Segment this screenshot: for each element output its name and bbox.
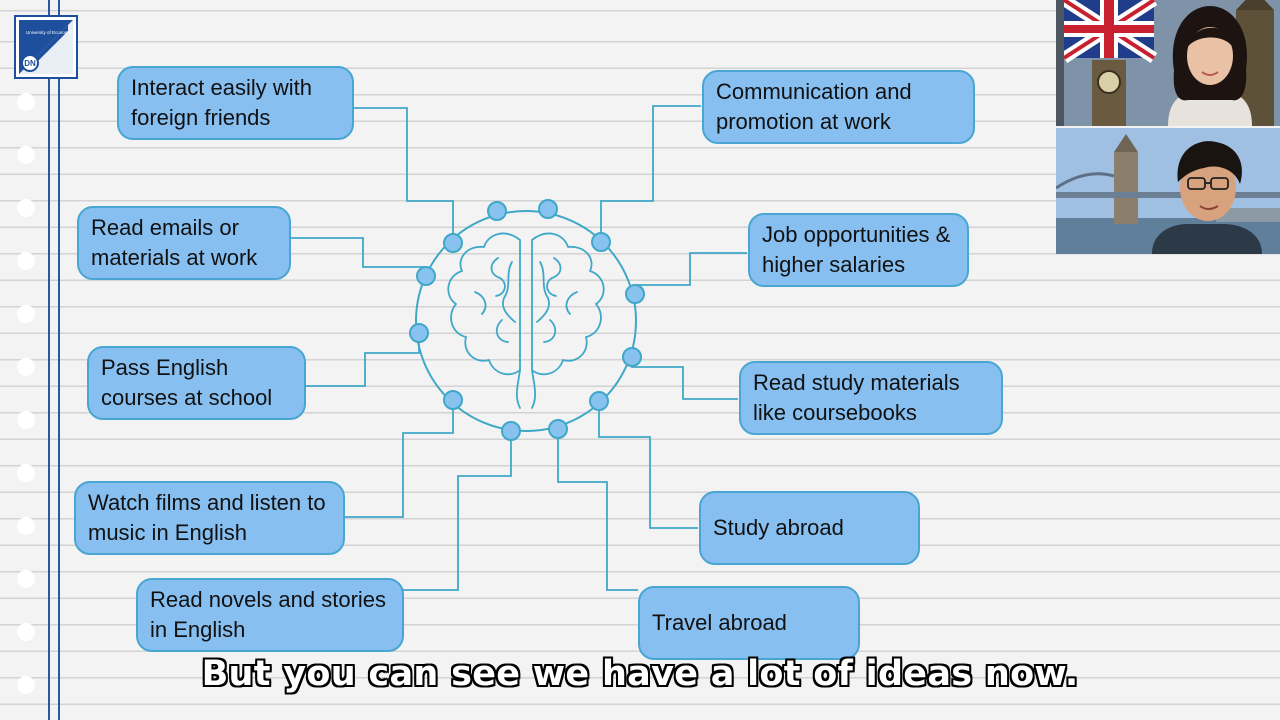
- tower-bridge-icon: [1056, 134, 1280, 224]
- hole: [17, 93, 35, 111]
- logo-emblem-icon: DN University of Economics: [19, 20, 75, 74]
- ring-node: [591, 232, 611, 252]
- video-tile-speaker-2: [1056, 128, 1280, 254]
- idea-box-job-opportunities: Job opportunities & higher salaries: [748, 213, 969, 287]
- idea-box-pass-courses: Pass English courses at school: [87, 346, 306, 420]
- logo-badge: DN: [24, 59, 36, 68]
- idea-label: Communication and promotion at work: [716, 79, 912, 134]
- hole: [17, 305, 35, 323]
- idea-box-communication-promotion: Communication and promotion at work: [702, 70, 975, 144]
- hole: [17, 676, 35, 694]
- brain-icon: [447, 232, 605, 409]
- brain-ring: [415, 210, 637, 432]
- person-avatar-2: [1152, 141, 1262, 254]
- connector-lines: [290, 105, 747, 591]
- idea-label: Study abroad: [713, 515, 844, 540]
- ring-node: [538, 199, 558, 219]
- idea-label: Travel abroad: [652, 610, 787, 635]
- hole: [17, 623, 35, 641]
- university-logo: DN University of Economics: [14, 15, 78, 79]
- idea-label: Read emails or materials at work: [91, 215, 258, 270]
- connector-line: [290, 237, 427, 276]
- idea-box-read-novels: Read novels and stories in English: [136, 578, 404, 652]
- notebook-margin-line: [58, 0, 60, 720]
- idea-box-interact-foreign-friends: Interact easily with foreign friends: [117, 66, 354, 140]
- idea-box-read-emails: Read emails or materials at work: [77, 206, 291, 280]
- idea-label: Interact easily with foreign friends: [131, 75, 312, 130]
- person-avatar-1: [1168, 6, 1252, 126]
- hole: [17, 570, 35, 588]
- connector-line: [403, 431, 512, 591]
- hole: [17, 252, 35, 270]
- connector-line: [353, 107, 454, 243]
- ring-node: [501, 421, 521, 441]
- ring-node: [625, 284, 645, 304]
- idea-box-read-study-materials: Read study materials like coursebooks: [739, 361, 1003, 435]
- ring-node: [443, 390, 463, 410]
- video-subtitle: But you can see we have a lot of ideas n…: [201, 654, 1079, 694]
- ring-node: [409, 323, 429, 343]
- notebook-margin-line: [48, 0, 50, 720]
- idea-label: Watch films and listen to music in Engli…: [88, 490, 326, 545]
- video-tile-speaker-1: [1056, 0, 1280, 126]
- connector-line: [557, 429, 638, 591]
- connector-line: [598, 401, 698, 529]
- connector-line: [631, 357, 738, 400]
- hole: [17, 464, 35, 482]
- connector-line: [344, 400, 454, 518]
- connector-line: [600, 105, 701, 242]
- hole: [17, 517, 35, 535]
- idea-label: Read novels and stories in English: [150, 587, 387, 642]
- ring-node: [622, 347, 642, 367]
- hole: [17, 358, 35, 376]
- hole: [17, 411, 35, 429]
- idea-label: Job opportunities & higher salaries: [762, 222, 951, 277]
- idea-box-travel-abroad: Travel abroad: [638, 586, 860, 660]
- ring-node: [487, 201, 507, 221]
- ring-nodes: [409, 199, 645, 441]
- idea-label: Read study materials like coursebooks: [753, 370, 960, 425]
- ring-node: [443, 233, 463, 253]
- idea-box-study-abroad: Study abroad: [699, 491, 920, 565]
- idea-label: Pass English courses at school: [101, 355, 273, 410]
- video-feed-2: [1056, 128, 1280, 254]
- ring-node: [589, 391, 609, 411]
- ring-node: [548, 419, 568, 439]
- connector-line: [305, 333, 420, 387]
- idea-box-watch-films: Watch films and listen to music in Engli…: [74, 481, 345, 555]
- hole: [17, 146, 35, 164]
- uk-flag-icon: [1060, 0, 1158, 64]
- connector-line: [634, 252, 747, 294]
- ring-node: [416, 266, 436, 286]
- hole: [17, 199, 35, 217]
- video-feed-1: [1056, 0, 1280, 126]
- logo-text: University of Economics: [26, 30, 75, 35]
